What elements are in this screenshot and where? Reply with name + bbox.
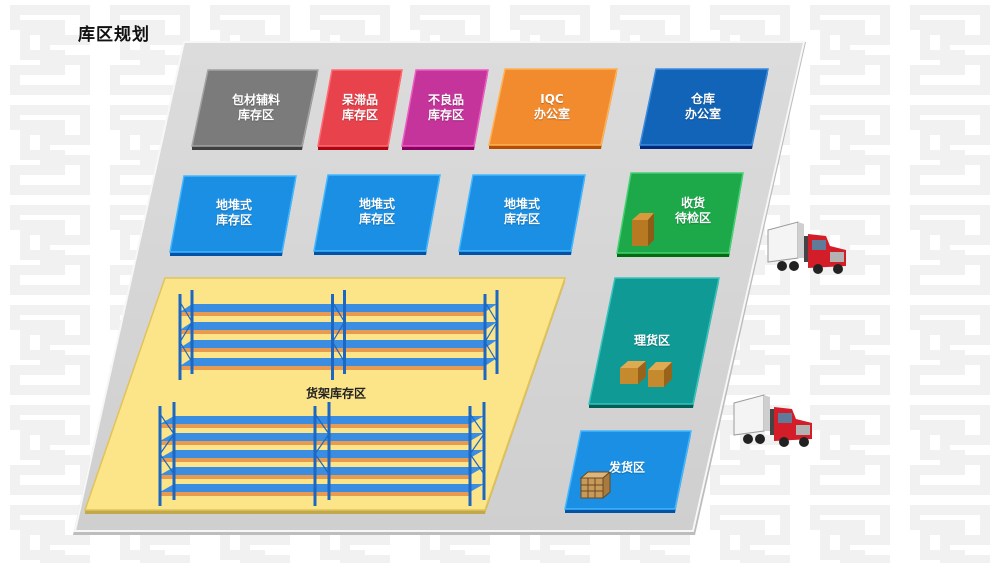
zone-label-slow-moving: 呆滞品库存区 [341,93,379,122]
zone-label-shipping: 发货区 [608,460,646,475]
zone-label-defective: 不良品库存区 [427,93,465,122]
page-title: 库区规划 [78,25,150,45]
zone-packaging [191,69,319,150]
zone-defective [401,69,489,150]
truck-icon [767,221,846,274]
shelf-racks [158,290,499,506]
zone-label-floor-storage-3: 地堆式库存区 [503,197,541,226]
zone-label-receiving: 收货待检区 [674,196,712,225]
boxes-icon [620,361,672,387]
zone-floor-storage-1 [169,175,297,256]
zone-floor-storage-2 [313,174,441,255]
crate-icon [579,470,612,500]
box-icon [632,213,654,246]
zone-label-packaging: 包材辅料库存区 [231,93,281,122]
truck-icon [733,394,812,447]
zone-slow-moving [317,69,403,150]
zone-label-warehouse-office: 仓库办公室 [684,92,722,121]
zone-floor-storage-3 [458,174,586,255]
zone-iqc-office [488,68,618,149]
zone-warehouse-office [639,68,769,149]
zone-label-floor-storage-2: 地堆式库存区 [358,197,396,226]
zone-label-shelf-storage: 货架库存区 [305,386,367,401]
zone-label-floor-storage-1: 地堆式库存区 [215,198,253,227]
zone-label-sorting: 理货区 [633,333,671,348]
